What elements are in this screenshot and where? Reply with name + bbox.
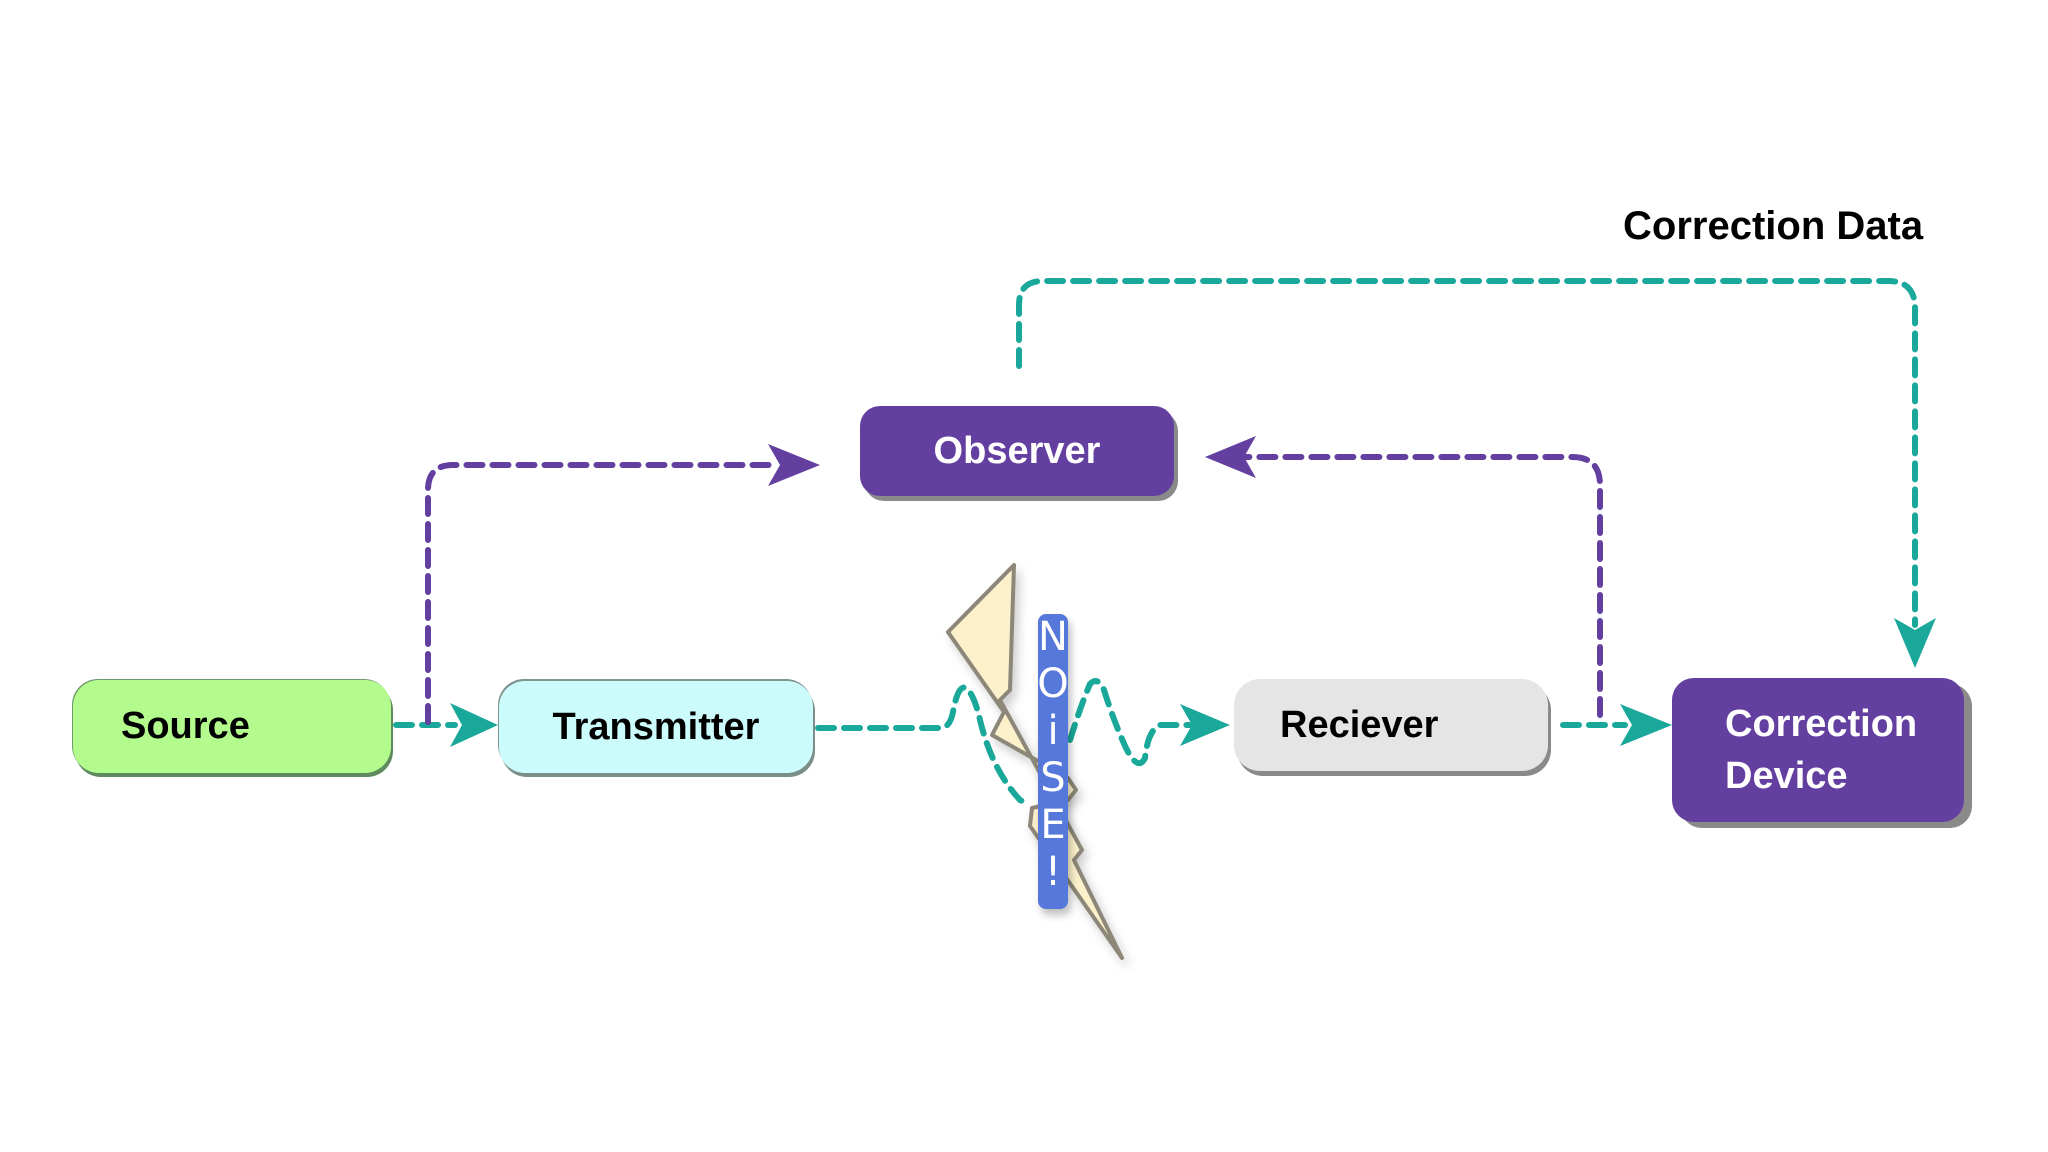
noise-letter: ! — [1044, 849, 1062, 895]
source-label: Source — [121, 705, 250, 748]
transmitter-node[interactable]: Transmitter — [499, 681, 813, 773]
noise-letter: i — [1047, 708, 1059, 754]
receiver-label: Reciever — [1280, 703, 1439, 746]
observer-node[interactable]: Observer — [860, 406, 1174, 496]
transmitter-label: Transmitter — [552, 705, 760, 748]
arrowhead-icon — [450, 703, 498, 747]
arrowhead-icon — [768, 444, 820, 486]
edge-correction-data — [1016, 278, 1936, 668]
arrowhead-icon — [1205, 436, 1256, 478]
arrowhead-icon — [1620, 704, 1672, 746]
arrowhead-icon — [1180, 704, 1230, 746]
noise-tag: N O i S E ! — [1037, 614, 1069, 909]
edge-source-transmitter — [393, 703, 498, 747]
noise-letter: O — [1037, 661, 1069, 707]
correction-data-label: Correction Data — [1623, 204, 1924, 248]
lightning-bolt-icon — [946, 563, 1124, 960]
edge-receiver-correction — [1560, 704, 1672, 746]
noise-letter: N — [1038, 614, 1068, 660]
correction-device-label: Correction Device — [1725, 702, 1918, 797]
edge-receiver-observer — [1205, 436, 1603, 718]
edge-source-observer — [425, 444, 820, 725]
observer-label: Observer — [933, 429, 1101, 472]
edge-transmitter-receiver — [815, 678, 1230, 808]
arrowhead-icon — [1894, 618, 1936, 668]
noise-letter: S — [1040, 755, 1066, 801]
noise-letter: E — [1040, 802, 1066, 848]
correction-device-node[interactable]: Correction Device — [1672, 678, 1964, 822]
source-node[interactable]: Source — [73, 680, 391, 773]
receiver-node[interactable]: Reciever — [1234, 679, 1548, 771]
